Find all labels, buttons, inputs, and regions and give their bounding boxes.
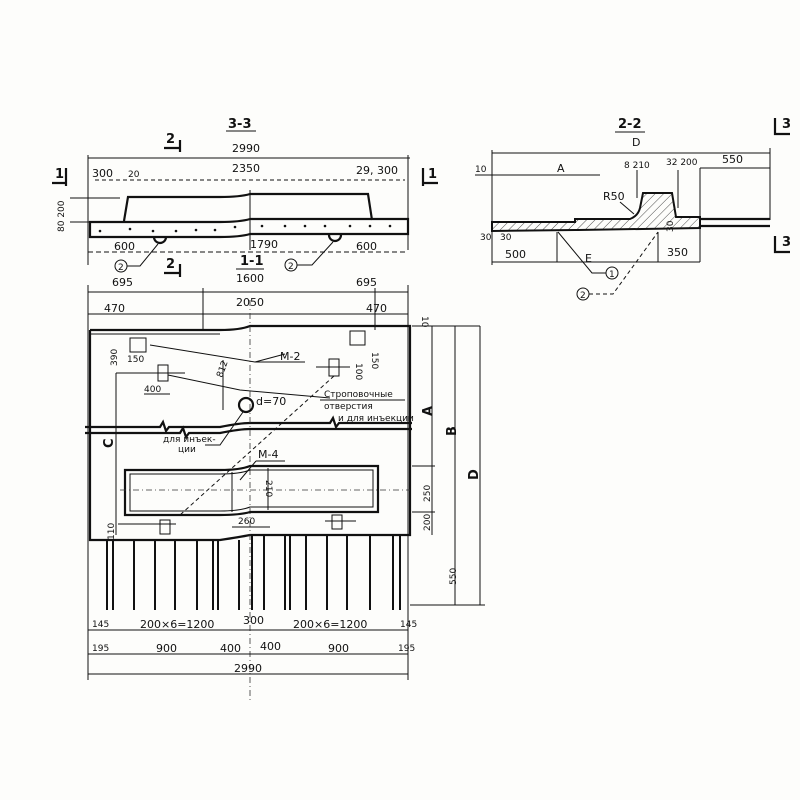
callout-2-left: 2	[118, 263, 124, 273]
dim-a: A	[557, 162, 565, 175]
note-lifting-3: и для инъекции	[338, 414, 414, 424]
dim-250: 250	[423, 485, 433, 502]
dim-600-left: 600	[114, 240, 135, 253]
dim-260: 260	[238, 517, 255, 527]
slot-m-4	[123, 464, 380, 517]
cut-mark-2-bottom: 2	[166, 257, 175, 272]
lifting-loop-right	[327, 234, 343, 243]
section-2-2-profile	[491, 192, 701, 233]
dim-390: 390	[110, 349, 120, 366]
dim-d: D	[632, 136, 640, 149]
dim-470-right: 470	[366, 302, 387, 315]
dim-10: 10	[419, 316, 429, 328]
dim-210: 210	[263, 480, 273, 497]
cut-mark-2-top: 2	[166, 132, 175, 147]
dim-900-right: 900	[328, 642, 349, 655]
overall-dim: 2990	[232, 142, 260, 155]
dim-100: 100	[353, 363, 363, 380]
dim-150-right: 150	[369, 352, 379, 369]
dim-e: E	[585, 252, 592, 265]
mark-m-2: M-2	[280, 350, 300, 363]
dim-550: 550	[449, 568, 459, 585]
rebar-outlets	[106, 536, 401, 610]
dim-400-right: 400	[260, 640, 281, 653]
callout-2: 2	[580, 291, 586, 301]
dim-d: D	[467, 469, 482, 480]
injection-hole	[237, 396, 255, 414]
dim-400-left: 400	[220, 642, 241, 655]
hole-diameter: d=70	[256, 395, 286, 408]
dim-10: 10	[475, 165, 487, 175]
break-line	[85, 415, 412, 434]
dim-spacing-left: 200×6=1200	[140, 618, 214, 631]
dim-200: 200	[423, 514, 433, 531]
section-3-3: 3-3 2990 300 20 2350 29, 300 80 200 600 …	[52, 117, 438, 277]
dim-300: 300	[243, 614, 264, 627]
dim-195-right: 195	[398, 644, 415, 654]
cut-mark-3-top: 3	[782, 117, 791, 132]
dim-1790: 1790	[250, 238, 278, 251]
cut-mark-1-left: 1	[55, 167, 64, 182]
slab-outline	[88, 217, 410, 239]
dim-2350: 2350	[232, 162, 260, 175]
rib-outline	[122, 192, 374, 222]
embedded-plate	[129, 337, 147, 353]
dim-a: A	[421, 406, 436, 416]
dim-470-left: 470	[104, 302, 125, 315]
dim-30-b: 30	[500, 233, 512, 243]
radius-r50: R50	[603, 190, 625, 203]
embedded-plate	[159, 519, 171, 535]
dim-600-right: 600	[356, 240, 377, 253]
note-lifting-2: отверстия	[324, 402, 373, 412]
note-injection-2: ции	[178, 445, 196, 455]
embedded-plate	[349, 330, 366, 346]
dim-b: B	[445, 426, 460, 436]
dim-150: 150	[127, 355, 144, 365]
section-2-2: 2-2 D 10 A 8 210 32 200 550 R50 30 30 30…	[475, 117, 791, 301]
bottom-dimensions: 145 200×6=1200 300 200×6=1200 145 195 90…	[88, 614, 417, 675]
dim-32-200: 32 200	[666, 158, 698, 168]
dim-145-left: 145	[92, 620, 109, 630]
dim-300: 300	[92, 167, 113, 180]
dim-900-left: 900	[156, 642, 177, 655]
callout-2-right: 2	[288, 262, 294, 272]
section-1-1-width: 1600	[236, 272, 264, 285]
dim-550: 550	[722, 153, 743, 166]
dim-695-right: 695	[356, 276, 377, 289]
note-lifting-1: Строповочные	[324, 390, 393, 400]
embedded-plate	[331, 514, 343, 530]
cut-mark-3-bottom: 3	[782, 235, 791, 250]
dim-350: 350	[667, 246, 688, 259]
dim-145-right: 145	[400, 620, 417, 630]
dim-8-210: 8 210	[624, 161, 650, 171]
note-injection-1: для инъек-	[163, 435, 216, 445]
dim-20: 20	[128, 170, 140, 180]
dim-400: 400	[144, 385, 161, 395]
dim-110: 110	[107, 523, 117, 540]
mark-m-4: M-4	[258, 448, 278, 461]
dim-500: 500	[505, 248, 526, 261]
dim-c: C	[102, 438, 117, 448]
plan-view: 695 695 470 2050 470 390 150 400 812	[85, 276, 485, 700]
section-2-2-title: 2-2	[618, 117, 642, 132]
dim-spacing-right: 200×6=1200	[293, 618, 367, 631]
dim-695-left: 695	[112, 276, 133, 289]
dim-30-a: 30	[480, 233, 492, 243]
callout-1: 1	[609, 270, 615, 280]
section-1-1-title: 1-1	[240, 254, 264, 269]
section-3-3-title: 3-3	[228, 117, 252, 132]
dim-heights: 80 200	[57, 200, 67, 232]
lifting-loop-left	[152, 236, 168, 245]
dim-30-c: 30	[666, 220, 676, 232]
dim-195-left: 195	[92, 644, 109, 654]
dim-29-300: 29, 300	[356, 164, 398, 177]
cut-mark-1-right: 1	[428, 167, 437, 182]
dim-2990-total: 2990	[234, 662, 262, 675]
